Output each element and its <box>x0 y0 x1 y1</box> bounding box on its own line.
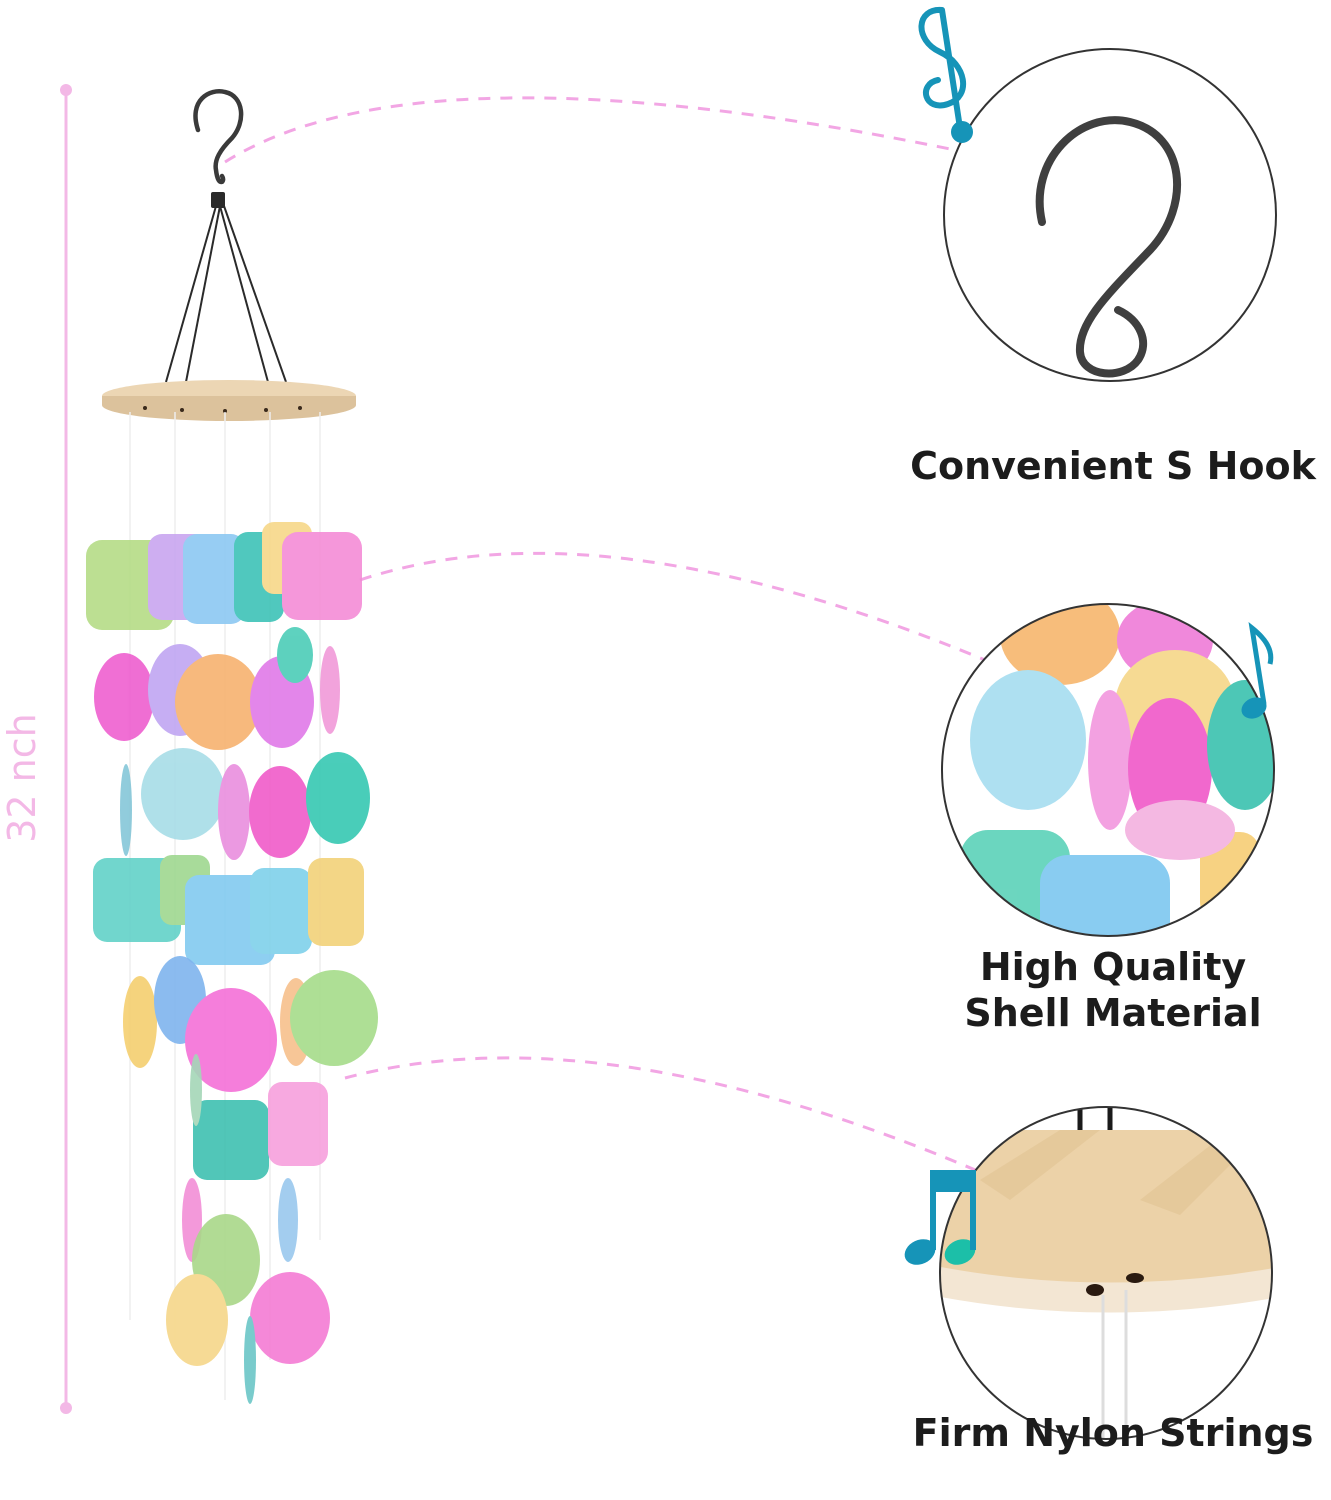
feature-label-shell: High Quality Shell Material <box>920 944 1306 1036</box>
beamed-notes-icon <box>904 1170 976 1265</box>
height-measure-line <box>60 84 72 1414</box>
feature-label-shell-line-2: Shell Material <box>964 991 1262 1035</box>
detail-circle-strings <box>939 1106 1273 1440</box>
height-label: 32 nch <box>0 713 44 843</box>
callout-lines <box>224 96 986 1174</box>
treble-clef-icon <box>918 6 973 143</box>
s-hook <box>193 89 244 185</box>
feature-label-shell-line-1: High Quality <box>979 945 1247 989</box>
feature-label-strings: Firm Nylon Strings <box>912 1411 1314 1455</box>
wind-chime <box>86 89 378 1404</box>
feature-label-hook: Convenient S Hook <box>910 444 1316 488</box>
detail-circle-hook <box>943 48 1277 382</box>
detail-circle-shells <box>941 603 1275 937</box>
eighth-note-icon <box>1241 622 1274 719</box>
